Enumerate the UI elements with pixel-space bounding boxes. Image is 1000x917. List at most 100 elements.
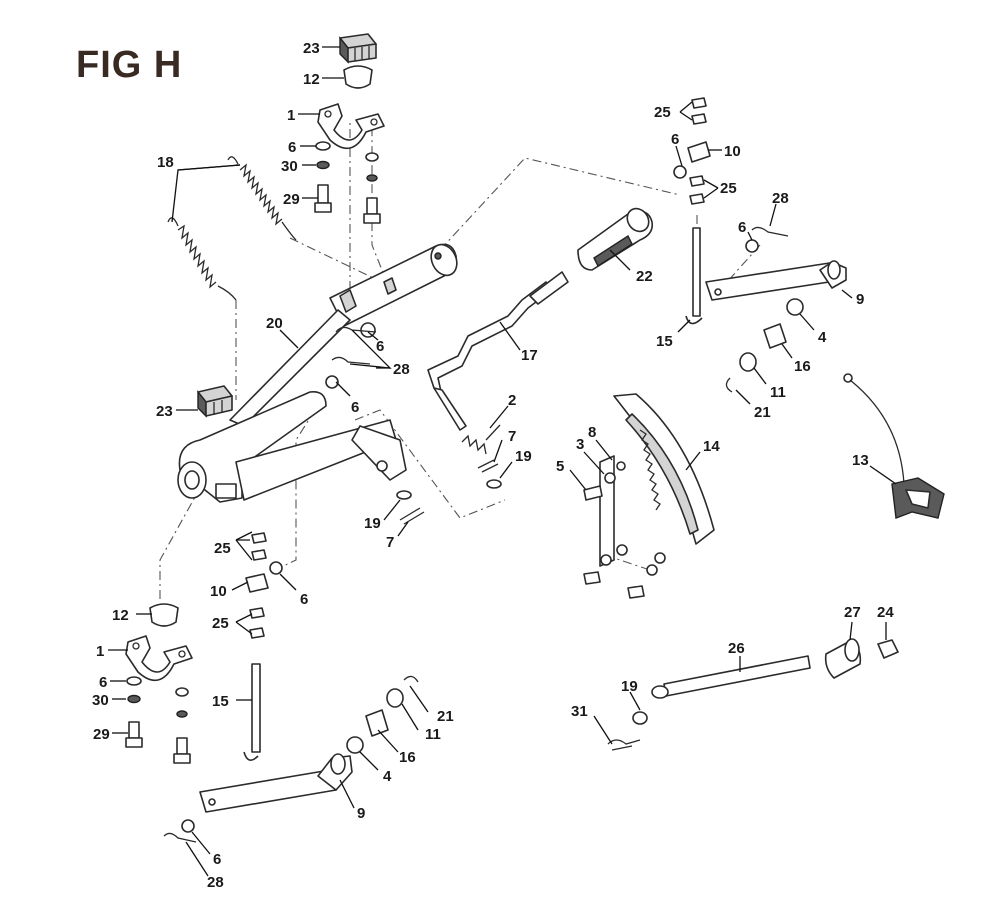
callout: 6 <box>376 338 384 355</box>
bracket-1-top <box>317 103 385 150</box>
lockwasher-right-top <box>366 174 378 182</box>
callout: 30 <box>281 158 298 175</box>
washer-11-right <box>739 352 757 372</box>
upper-left-mount-assembly <box>314 33 385 224</box>
nut-24 <box>877 639 899 659</box>
callout: 9 <box>357 805 365 822</box>
callout: 6 <box>351 399 359 416</box>
grip-22 <box>577 207 654 271</box>
washer-6-shaft-upper <box>360 322 376 338</box>
lower-left-mount-assembly <box>125 603 193 764</box>
hairpin-28-right <box>751 226 789 237</box>
callout: 29 <box>283 191 300 208</box>
callout: 7 <box>508 428 516 445</box>
callout: 11 <box>770 384 786 401</box>
callout: 25 <box>720 180 737 197</box>
bushing-12-bottom <box>149 603 179 627</box>
callout: 9 <box>856 291 864 308</box>
callout: 24 <box>877 604 894 621</box>
hairpin-28-b <box>331 356 371 365</box>
callout: 21 <box>754 404 771 421</box>
callout: 15 <box>656 333 673 350</box>
callout: 28 <box>772 190 789 207</box>
callout: 6 <box>671 131 679 148</box>
bumper-23-top <box>339 33 377 64</box>
callout: 2 <box>508 392 516 409</box>
bolt-29-top <box>314 184 332 213</box>
callout: 7 <box>386 534 394 551</box>
bolt-right-top <box>363 197 381 224</box>
hairpin-28-left <box>163 832 197 843</box>
callout: 12 <box>303 71 320 88</box>
callout: 29 <box>93 726 110 743</box>
callout: 6 <box>288 139 296 156</box>
shift-lever-17 <box>427 271 569 431</box>
callout: 28 <box>393 361 410 378</box>
callout: 26 <box>728 640 745 657</box>
callout: 6 <box>738 219 746 236</box>
callout: 25 <box>214 540 231 557</box>
callout: 8 <box>588 424 596 441</box>
callout: 31 <box>571 703 588 720</box>
bushing-4-right <box>786 298 804 316</box>
spacer-16-left <box>365 709 389 737</box>
callout: 15 <box>212 693 229 710</box>
washer-6-top <box>315 141 331 151</box>
callout: 25 <box>212 615 229 632</box>
callout: 21 <box>437 708 454 725</box>
washer-19-rod <box>632 711 648 725</box>
figure-title: FIG H <box>76 44 183 86</box>
washer-right-top <box>365 152 379 162</box>
callout: 17 <box>521 347 538 364</box>
callout: 1 <box>96 643 104 660</box>
callout: 30 <box>92 692 109 709</box>
callout: 4 <box>818 329 827 346</box>
quadrant-hardware <box>583 461 666 599</box>
pedal-arm-9-left <box>199 753 353 813</box>
washer-6-right <box>745 239 759 253</box>
callout: 20 <box>266 315 283 332</box>
callout: 25 <box>654 104 671 121</box>
left-rod-assembly <box>243 532 283 761</box>
callout: 13 <box>852 452 869 469</box>
callout: 27 <box>844 604 861 621</box>
callout: 19 <box>621 678 638 695</box>
callout: 12 <box>112 607 129 624</box>
leader-lines <box>108 46 897 877</box>
springs-18 <box>167 156 297 301</box>
callout: 10 <box>724 143 741 160</box>
hairpin-28-a <box>335 326 377 333</box>
callout: 6 <box>213 851 221 868</box>
callout: 3 <box>576 436 584 453</box>
clip-21-left <box>403 675 419 683</box>
pedal-arm-9-right <box>705 260 847 301</box>
callout: 14 <box>703 438 720 455</box>
callout: 6 <box>99 674 107 691</box>
callout: 19 <box>515 448 532 465</box>
washer-19-lower <box>396 490 412 500</box>
callout: 6 <box>300 591 308 608</box>
shift-quadrant-14 <box>599 393 715 567</box>
callout: 22 <box>636 268 653 285</box>
callout: 4 <box>383 768 392 785</box>
callout: 11 <box>425 726 441 743</box>
clip-7-lower <box>399 507 425 525</box>
callout: 18 <box>157 154 174 171</box>
bushing-12-top <box>343 65 373 89</box>
lockwasher-30-top <box>316 160 330 170</box>
clip-7-center <box>477 459 499 473</box>
clip-31 <box>607 739 641 751</box>
callout: 23 <box>303 40 320 57</box>
clip-21-right <box>725 377 733 393</box>
lift-arm-weldment <box>177 390 407 503</box>
lift-shaft-20 <box>229 243 458 427</box>
washer-19-center <box>486 479 502 489</box>
spring-2 <box>461 424 501 455</box>
callout-labels: 23 12 1 6 30 29 18 20 6 28 6 23 25 10 6 … <box>92 40 894 891</box>
callout: 23 <box>156 403 173 420</box>
bracket-1-bottom <box>125 635 193 682</box>
right-rod-assembly <box>673 97 711 325</box>
callout: 16 <box>794 358 811 375</box>
